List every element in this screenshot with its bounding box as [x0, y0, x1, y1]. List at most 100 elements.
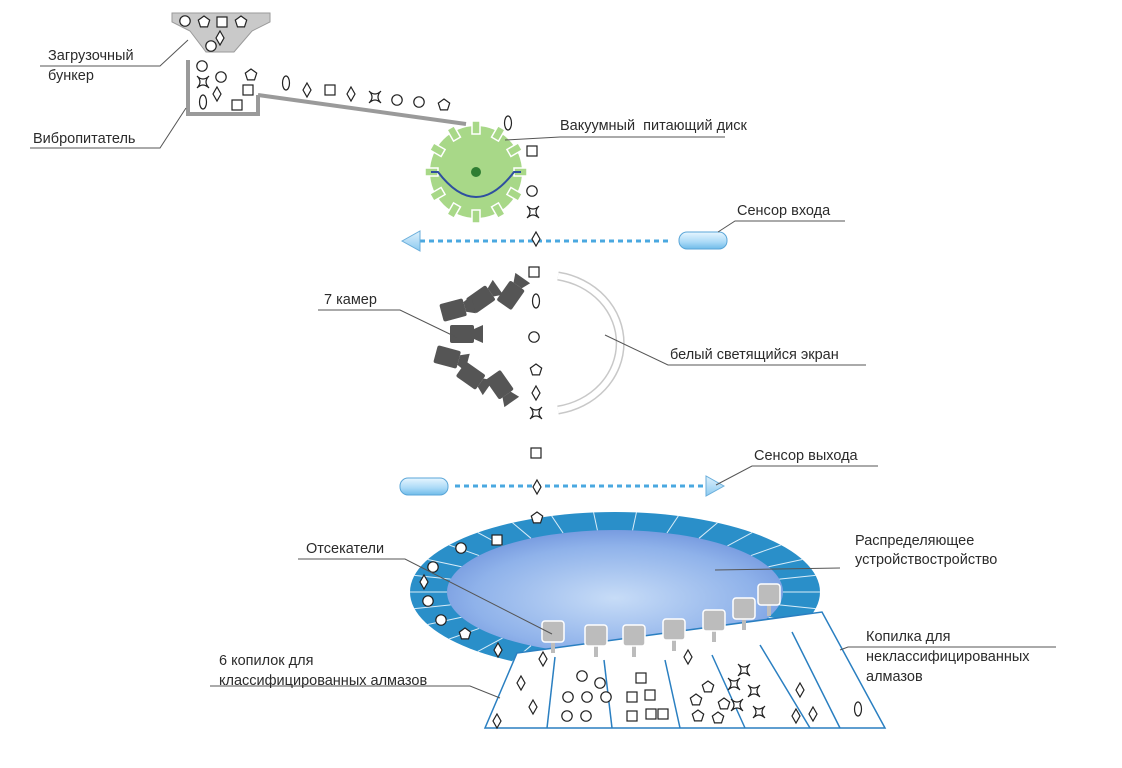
- star-diamond: [747, 684, 761, 698]
- round-diamond: [205, 40, 217, 52]
- cameras-label: 7 камер: [324, 292, 377, 308]
- distributor-label-2: устройствостройство: [855, 552, 997, 568]
- rhombic-diamond: [215, 29, 225, 47]
- round-diamond: [435, 614, 447, 626]
- cutter: [757, 583, 781, 616]
- entry-sensor-receiver: [400, 230, 421, 252]
- pentagonal-diamond: [244, 68, 258, 81]
- disk-slot: [446, 201, 462, 220]
- labels: Загрузочный бункер Вибропитатель Вакуумн…: [33, 48, 1030, 689]
- round-diamond: [561, 710, 573, 722]
- camera-icon: [439, 295, 476, 322]
- unsorted-bin-label-3: алмазов: [866, 669, 923, 685]
- star-diamond: [737, 663, 751, 677]
- entry-sensor-emitter: [678, 231, 728, 250]
- pentagonal-diamond: [689, 693, 703, 706]
- camera-icon: [433, 345, 470, 372]
- feeder-label: Вибропитатель: [33, 131, 135, 147]
- star-diamond: [529, 406, 543, 420]
- cubic-diamond: [635, 672, 647, 684]
- disk-slot: [505, 142, 524, 158]
- camera-icon: [497, 272, 531, 310]
- rhombic-diamond: [531, 230, 541, 248]
- disk-slot: [428, 142, 447, 158]
- star-diamond: [196, 75, 210, 89]
- disk-slot: [446, 124, 462, 143]
- round-diamond: [422, 595, 434, 607]
- oval-diamond: [198, 94, 208, 110]
- disk-hub: [471, 167, 481, 177]
- rhombic-diamond: [516, 674, 526, 692]
- star-diamond: [727, 677, 741, 691]
- cubic-diamond: [526, 145, 538, 157]
- oval-diamond: [503, 115, 513, 131]
- rhombic-diamond: [346, 85, 356, 103]
- round-diamond: [594, 677, 606, 689]
- cutter: [702, 609, 726, 642]
- pentagonal-diamond: [701, 680, 715, 693]
- round-diamond: [600, 691, 612, 703]
- disk-slot: [471, 209, 481, 224]
- rhombic-diamond: [528, 698, 538, 716]
- round-diamond: [526, 185, 538, 197]
- cubic-diamond: [528, 266, 540, 278]
- round-diamond: [427, 561, 439, 573]
- star-diamond: [526, 205, 540, 219]
- disk-slot: [490, 201, 506, 220]
- cubic-diamond: [626, 710, 638, 722]
- exit-sensor-receiver: [705, 475, 726, 497]
- rhombic-diamond: [419, 573, 429, 591]
- cubic-diamond: [530, 447, 542, 459]
- pentagonal-diamond: [717, 697, 731, 710]
- cubic-diamond: [644, 689, 656, 701]
- pentagonal-diamond: [234, 15, 248, 28]
- cameras: [433, 272, 531, 408]
- rhombic-diamond: [683, 648, 693, 666]
- cutter: [662, 618, 686, 651]
- oval-diamond: [853, 701, 863, 717]
- diamond-particles: [179, 15, 863, 730]
- star-diamond: [730, 698, 744, 712]
- rhombic-diamond: [212, 85, 222, 103]
- rhombic-diamond: [538, 650, 548, 668]
- unsorted-bin-divider: [791, 631, 841, 729]
- disk-slot: [471, 120, 481, 135]
- exit-sensor: [399, 475, 726, 497]
- rhombic-diamond: [493, 641, 503, 659]
- distributor-label-1: Распределяющее: [855, 533, 974, 549]
- leader-lines: [30, 39, 1056, 699]
- sorted-bins-label-2: классифицированных алмазов: [219, 673, 427, 689]
- disk-slot: [490, 124, 506, 143]
- rhombic-diamond: [302, 81, 312, 99]
- rhombic-diamond: [492, 712, 502, 730]
- rhombic-diamond: [808, 705, 818, 723]
- cubic-diamond: [626, 691, 638, 703]
- disk-label: Вакуумный питающий диск: [560, 118, 747, 134]
- oval-diamond: [531, 293, 541, 309]
- pentagonal-diamond: [529, 363, 543, 376]
- disk-slot: [505, 186, 524, 202]
- round-diamond: [581, 691, 593, 703]
- cubic-diamond: [645, 708, 657, 720]
- round-diamond: [455, 542, 467, 554]
- unsorted-bin-label-1: Копилка для: [866, 629, 950, 645]
- camera-icon: [486, 370, 520, 408]
- rhombic-diamond: [532, 478, 542, 496]
- screen-label: белый светящийся экран: [670, 347, 839, 363]
- round-diamond: [179, 15, 191, 27]
- star-diamond: [368, 90, 382, 104]
- cutter: [541, 620, 565, 653]
- pentagonal-diamond: [711, 711, 725, 724]
- pentagonal-diamond: [691, 709, 705, 722]
- round-diamond: [528, 331, 540, 343]
- round-diamond: [215, 71, 227, 83]
- cubic-diamond: [657, 708, 669, 720]
- pentagonal-diamond: [458, 627, 472, 640]
- round-diamond: [576, 670, 588, 682]
- vacuum-feeding-disk: [424, 120, 528, 224]
- round-diamond: [580, 710, 592, 722]
- pentagonal-diamond: [437, 98, 451, 111]
- cutter: [732, 597, 756, 630]
- vibro-feeder: [186, 60, 467, 126]
